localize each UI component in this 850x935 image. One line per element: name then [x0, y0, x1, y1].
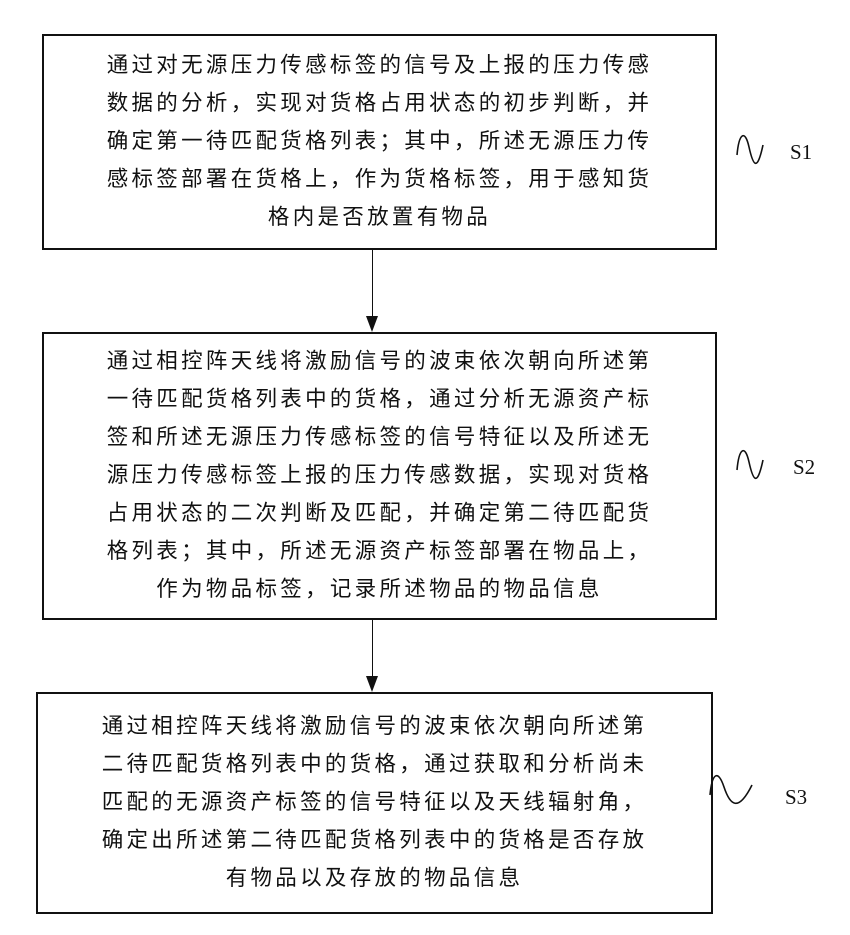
step-s3-text: 通过相控阵天线将激励信号的波束依次朝向所述第 二待匹配货格列表中的货格，通过获取…	[102, 708, 648, 898]
step-s2-line: 签和所述无源压力传感标签的信号特征以及所述无	[106, 425, 653, 450]
step-s3-line: 有物品以及存放的物品信息	[225, 866, 524, 891]
step-s2-leader-squiggle-icon	[736, 450, 764, 480]
step-s3-line: 二待匹配货格列表中的货格，通过获取和分析尚未	[101, 752, 648, 777]
step-s2-line: 格列表；其中，所述无源资产标签部署在物品上，	[106, 539, 653, 564]
step-s3-box: 通过相控阵天线将激励信号的波束依次朝向所述第 二待匹配货格列表中的货格，通过获取…	[36, 692, 713, 914]
step-s2-text: 通过相控阵天线将激励信号的波束依次朝向所述第 一待匹配货格列表中的货格，通过分析…	[107, 343, 653, 609]
step-s1-leader-squiggle-icon	[736, 135, 764, 165]
step-s2-label: S2	[793, 455, 816, 479]
step-s2-box: 通过相控阵天线将激励信号的波束依次朝向所述第 一待匹配货格列表中的货格，通过分析…	[42, 332, 717, 620]
step-s3-line: 匹配的无源资产标签的信号特征以及天线辐射角，	[101, 790, 648, 815]
step-s3-label: S3	[785, 785, 808, 809]
step-s1-line: 格内是否放置有物品	[267, 205, 492, 230]
step-s2-line: 通过相控阵天线将激励信号的波束依次朝向所述第	[106, 349, 653, 374]
arrowhead-icon	[366, 316, 378, 332]
step-s1-line: 通过对无源压力传感标签的信号及上报的压力传感	[106, 53, 653, 78]
step-s1-label: S1	[790, 140, 813, 164]
step-s1-box: 通过对无源压力传感标签的信号及上报的压力传感 数据的分析，实现对货格占用状态的初…	[42, 34, 717, 250]
arrowhead-icon	[366, 676, 378, 692]
step-s2-line: 作为物品标签，记录所述物品的物品信息	[156, 577, 603, 602]
step-s3-leader-squiggle-icon	[709, 775, 753, 805]
step-s2-line: 源压力传感标签上报的压力传感数据，实现对货格	[106, 463, 653, 488]
step-s2-line: 一待匹配货格列表中的货格，通过分析无源资产标	[106, 387, 653, 412]
step-s1-line: 数据的分析，实现对货格占用状态的初步判断，并	[106, 91, 653, 116]
step-s3-line: 通过相控阵天线将激励信号的波束依次朝向所述第	[101, 714, 648, 739]
step-s1-text: 通过对无源压力传感标签的信号及上报的压力传感 数据的分析，实现对货格占用状态的初…	[107, 47, 653, 237]
step-s2-line: 占用状态的二次判断及匹配，并确定第二待匹配货	[106, 501, 653, 526]
step-s1-line: 感标签部署在货格上，作为货格标签，用于感知货	[106, 167, 653, 192]
step-s1-line: 确定第一待匹配货格列表；其中，所述无源压力传	[106, 129, 653, 154]
step-s3-line: 确定出所述第二待匹配货格列表中的货格是否存放	[101, 828, 648, 853]
